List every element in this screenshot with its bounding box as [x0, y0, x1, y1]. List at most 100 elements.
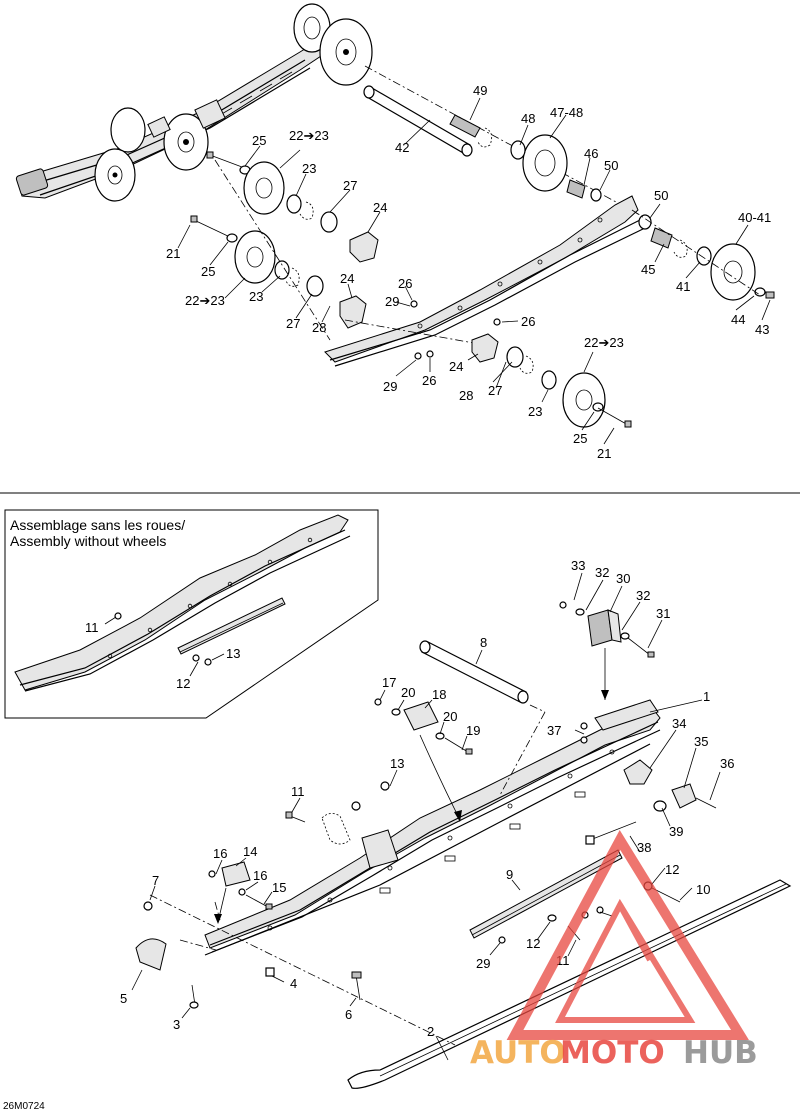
callout-16: 16	[253, 868, 267, 883]
front-hardware	[135, 781, 681, 1046]
callout-8: 8	[480, 635, 487, 650]
callout-37: 37	[547, 723, 561, 738]
callout-32: 32	[636, 588, 650, 603]
callout-32: 32	[595, 565, 609, 580]
callout-49: 49	[473, 83, 487, 98]
callout-12: 12	[665, 862, 679, 877]
callout-9: 9	[506, 867, 513, 882]
rear-parts	[580, 722, 717, 845]
inset-caption-line-1: Assemblage sans les roues/	[10, 517, 185, 533]
callout-50: 50	[654, 188, 668, 203]
callout-19: 19	[466, 723, 480, 738]
svg-text:HUB: HUB	[683, 1035, 758, 1071]
leader-lines-bottom	[131, 572, 721, 1061]
callout-13: 13	[390, 756, 404, 771]
callout-34: 34	[672, 716, 686, 731]
leader-lines-top	[177, 97, 771, 445]
callout-38: 38	[637, 840, 651, 855]
inset-box	[4, 509, 379, 719]
callout-46: 46	[584, 146, 598, 161]
callout-24: 24	[340, 271, 354, 286]
callout-25: 25	[201, 264, 215, 279]
callout-23: 23	[528, 404, 542, 419]
shaft-8	[419, 640, 546, 796]
callout-28: 28	[312, 320, 326, 335]
callout-48: 48	[521, 111, 535, 126]
callout-29: 29	[476, 956, 490, 971]
callout-3: 3	[173, 1017, 180, 1032]
callout-29: 29	[385, 294, 399, 309]
block-18	[374, 698, 473, 822]
callout-43: 43	[755, 322, 769, 337]
bare-rail-top	[214, 159, 646, 367]
callout-40-41: 40-41	[738, 210, 771, 225]
callout-1: 1	[703, 689, 710, 704]
wheel-stack-rear	[631, 209, 775, 301]
callout-41: 41	[676, 279, 690, 294]
callout-20: 20	[443, 709, 457, 724]
callout-22-23: 22➔23	[185, 293, 225, 308]
callout-14: 14	[243, 844, 257, 859]
callout-26: 26	[521, 314, 535, 329]
wheel-stack-lower	[410, 300, 632, 428]
callout-2: 2	[427, 1024, 434, 1039]
shaft-42	[363, 85, 493, 157]
stopper-30	[559, 601, 655, 700]
callout-26: 26	[398, 276, 412, 291]
callout-33: 33	[571, 558, 585, 573]
callout-12: 12	[176, 676, 190, 691]
callout-36: 36	[720, 756, 734, 771]
callout-17: 17	[382, 675, 396, 690]
callout-4: 4	[290, 976, 297, 991]
callout-6: 6	[345, 1007, 352, 1022]
callout-35: 35	[694, 734, 708, 749]
svg-text:AUTO: AUTO	[470, 1035, 566, 1071]
watermark-logo	[506, 829, 749, 1040]
callout-13: 13	[226, 646, 240, 661]
callout-42: 42	[395, 140, 409, 155]
wheel-stack-middle	[190, 215, 367, 329]
callout-27: 27	[488, 383, 502, 398]
figure-code: 26M0724	[3, 1101, 45, 1112]
watermark-text: AUTO MOTO HUB	[470, 1035, 758, 1071]
callout-16: 16	[213, 846, 227, 861]
callout-24: 24	[449, 359, 463, 374]
callout-25: 25	[573, 431, 587, 446]
callout-11: 11	[85, 620, 99, 635]
callout-47-48: 47-48	[550, 105, 583, 120]
callout-27: 27	[286, 316, 300, 331]
callout-22-23: 22➔23	[584, 335, 624, 350]
main-rail	[204, 699, 661, 956]
wheel-47-48	[510, 134, 602, 202]
callout-21: 21	[597, 446, 611, 461]
callout-23: 23	[249, 289, 263, 304]
callout-30: 30	[616, 571, 630, 586]
callout-labels: 49 42 48 47-48 46 50 25 22➔23 23 27 24 2…	[3, 83, 771, 1112]
callout-29: 29	[383, 379, 397, 394]
wear-strip-9	[469, 849, 623, 939]
callout-5: 5	[120, 991, 127, 1006]
callout-39: 39	[669, 824, 683, 839]
callout-24: 24	[373, 200, 387, 215]
callout-45: 45	[641, 262, 655, 277]
callout-12: 12	[526, 936, 540, 951]
wheel-stack-upper	[206, 151, 379, 263]
callout-22-23: 22➔23	[289, 128, 329, 143]
callout-15: 15	[272, 880, 286, 895]
inset-caption-line-2: Assembly without wheels	[10, 533, 166, 549]
callout-23: 23	[302, 161, 316, 176]
callout-31: 31	[656, 606, 670, 621]
callout-25: 25	[252, 133, 266, 148]
callout-26: 26	[422, 373, 436, 388]
callout-27: 27	[343, 178, 357, 193]
callout-21: 21	[166, 246, 180, 261]
callout-28: 28	[459, 388, 473, 403]
callout-7: 7	[152, 873, 159, 888]
assembled-rail	[15, 3, 641, 216]
svg-text:MOTO: MOTO	[560, 1035, 665, 1071]
callout-20: 20	[401, 685, 415, 700]
callout-18: 18	[432, 687, 446, 702]
callout-50: 50	[604, 158, 618, 173]
callout-44: 44	[731, 312, 745, 327]
